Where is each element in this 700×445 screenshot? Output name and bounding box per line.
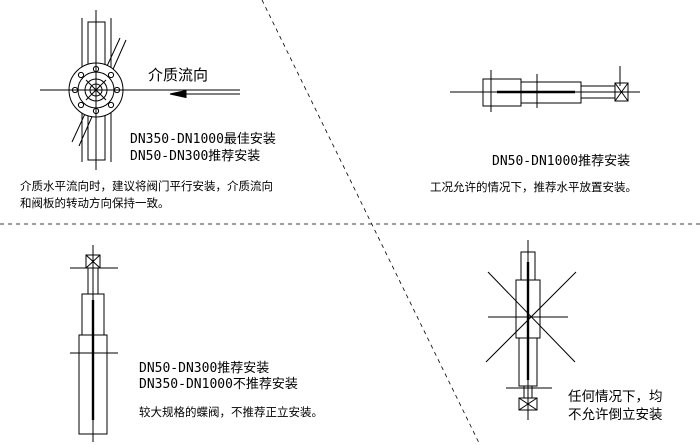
bottom-right-note-line-2: 不允许倒立安装	[568, 407, 663, 423]
top-left-title-line-2: DN50-DN300推荐安装	[130, 149, 261, 164]
top-right-title: DN50-DN1000推荐安装	[492, 154, 631, 169]
flow-arrow-icon	[169, 89, 187, 99]
top-left-note-line-2: 和阀板的转动方向保持一致。	[20, 196, 170, 210]
bottom-right-note-line-1: 任何情况下，均	[568, 389, 663, 405]
divider-diagonal	[261, 0, 481, 445]
bottom-left-title-line-1: DN50-DN300推荐安装	[139, 361, 270, 376]
top-left-note-line-1: 介质水平流向时，建议将阀门平行安装，介质流向	[20, 179, 273, 193]
prohibited-cross-line-2	[485, 271, 577, 363]
top-right-note: 工况允许的情况下，推荐水平放置安装。	[430, 180, 637, 194]
valve-drawing-bottom-right	[485, 240, 577, 420]
valve-drawing-top-right	[450, 66, 640, 112]
valve-drawing-bottom-left	[70, 245, 118, 442]
flow-direction-label: 介质流向	[148, 66, 209, 84]
valve-drawing-top-left	[40, 10, 240, 170]
bottom-left-note: 较大规格的蝶阀，不推荐正立安装。	[139, 405, 323, 419]
top-left-title-line-1: DN350-DN1000最佳安装	[130, 132, 276, 147]
bottom-left-title-line-2: DN350-DN1000不推荐安装	[139, 377, 298, 392]
